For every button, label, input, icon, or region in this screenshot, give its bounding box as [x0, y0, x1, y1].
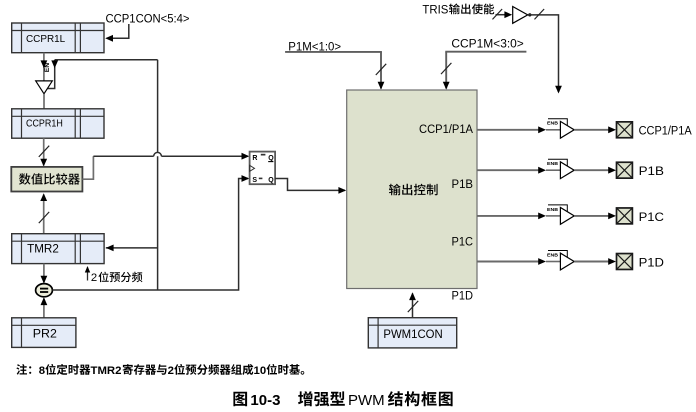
- svg-text:PR2: PR2: [33, 327, 57, 341]
- svg-text:TRIS: TRIS: [422, 2, 448, 16]
- svg-text:CCP1CON<5:4>: CCP1CON<5:4>: [106, 12, 190, 26]
- svg-text:TMR2: TMR2: [27, 241, 59, 255]
- svg-text:ENB: ENB: [547, 121, 559, 126]
- svg-text:Q: Q: [268, 177, 274, 184]
- svg-text:P1C: P1C: [639, 210, 665, 224]
- svg-text:P1B: P1B: [639, 164, 664, 178]
- svg-text:R: R: [252, 155, 257, 162]
- svg-text:2: 2: [91, 272, 97, 284]
- svg-text:PWM: PWM: [348, 392, 385, 409]
- svg-text:2: 2: [168, 365, 174, 377]
- svg-text:P1M<1:0>: P1M<1:0>: [288, 39, 341, 53]
- svg-text:CCPR1H: CCPR1H: [26, 119, 63, 130]
- svg-text:CCPR1L: CCPR1L: [26, 34, 66, 45]
- svg-text:TMR2: TMR2: [91, 365, 122, 377]
- svg-text:EN: EN: [44, 63, 51, 73]
- svg-text:P1B: P1B: [452, 177, 474, 191]
- svg-text:ENB: ENB: [547, 207, 559, 212]
- svg-text:8: 8: [39, 365, 45, 377]
- svg-text:ENB: ENB: [547, 161, 559, 166]
- svg-text:P1D: P1D: [639, 255, 665, 269]
- svg-text:CCP1M<3:0>: CCP1M<3:0>: [451, 37, 523, 51]
- svg-text:P1D: P1D: [452, 288, 474, 302]
- svg-text:Q: Q: [268, 155, 274, 162]
- svg-text:PWM1CON: PWM1CON: [383, 327, 442, 341]
- svg-text:ENB: ENB: [547, 252, 559, 257]
- svg-text:10: 10: [254, 365, 267, 377]
- svg-text:10-3: 10-3: [250, 392, 280, 409]
- svg-text:P1C: P1C: [452, 235, 474, 249]
- svg-text:S: S: [252, 177, 257, 184]
- svg-text:CCP1/P1A: CCP1/P1A: [419, 122, 474, 136]
- svg-text:CCP1/P1A: CCP1/P1A: [639, 124, 693, 138]
